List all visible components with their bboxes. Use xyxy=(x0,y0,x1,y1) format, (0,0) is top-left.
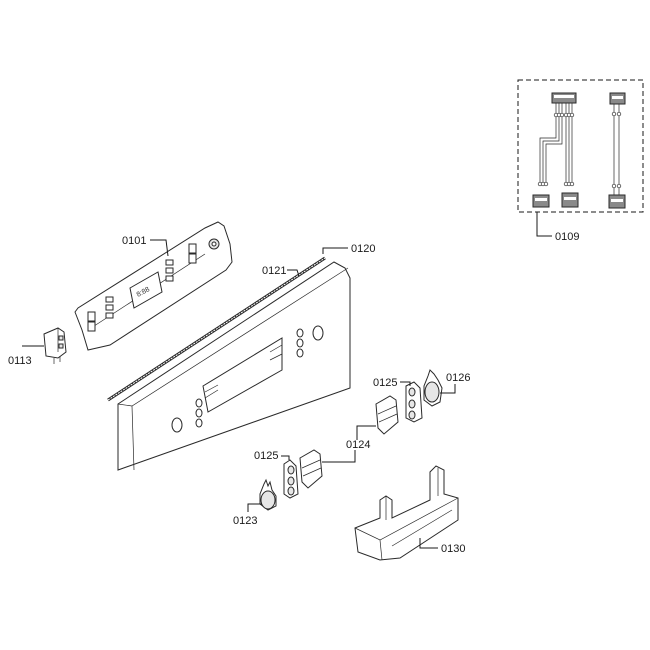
part-0113-connector[interactable] xyxy=(43,327,67,364)
part-0101-control-module[interactable]: 8:88 xyxy=(74,221,233,351)
label-0123[interactable]: 0123 xyxy=(233,515,257,527)
part-0125-button-set-upper[interactable] xyxy=(405,381,423,423)
part-0124-button-block-upper[interactable] xyxy=(375,395,399,435)
part-0123-push-button[interactable] xyxy=(259,478,277,511)
part-0130-housing-cover[interactable] xyxy=(354,465,459,561)
label-0125-lower[interactable]: 0125 xyxy=(254,450,278,462)
label-0124[interactable]: 0124 xyxy=(346,439,370,451)
part-0109-harness[interactable] xyxy=(517,79,644,213)
part-0125-button-set-lower[interactable] xyxy=(283,459,299,499)
label-0130[interactable]: 0130 xyxy=(441,543,465,555)
label-0121[interactable]: 0121 xyxy=(262,265,286,277)
part-0124-button-block-lower[interactable] xyxy=(299,449,323,489)
label-0109[interactable]: 0109 xyxy=(555,231,579,243)
label-0113[interactable]: 0113 xyxy=(8,355,32,367)
label-0126[interactable]: 0126 xyxy=(446,372,470,384)
label-0125-upper[interactable]: 0125 xyxy=(373,377,397,389)
label-0120[interactable]: 0120 xyxy=(351,243,375,255)
part-0121-seal-strip[interactable] xyxy=(107,256,326,402)
label-0101[interactable]: 0101 xyxy=(122,235,146,247)
part-0126-push-button[interactable] xyxy=(423,369,443,407)
part-0120-fascia[interactable] xyxy=(117,261,351,471)
